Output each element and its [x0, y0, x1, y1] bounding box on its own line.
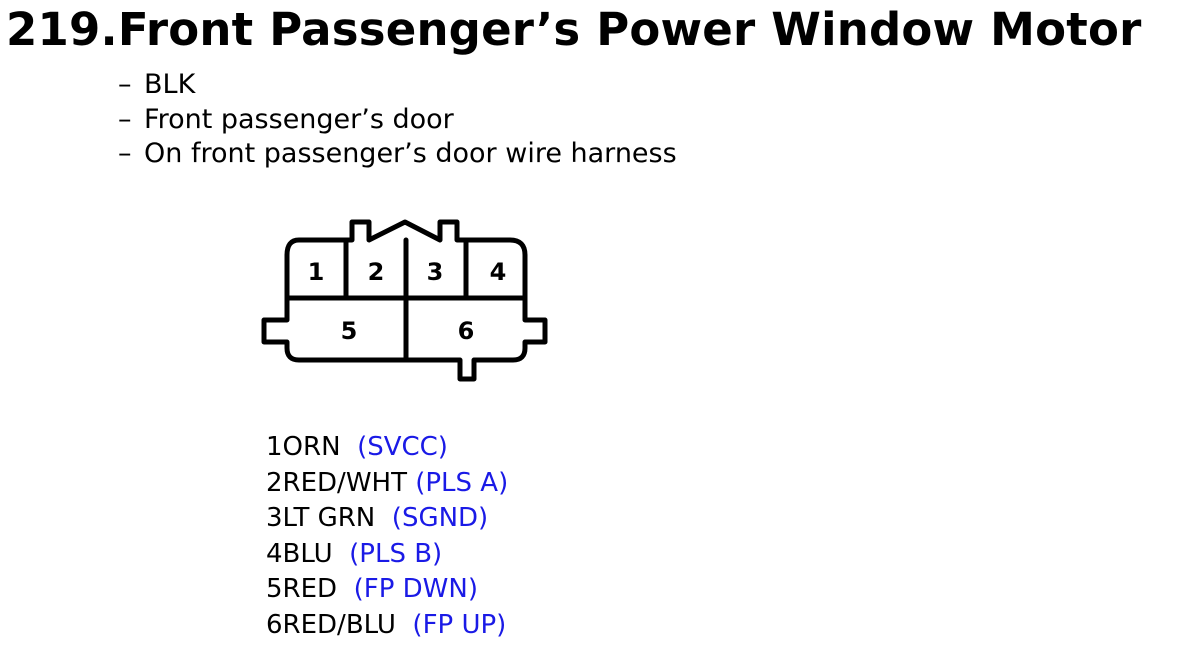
connector-diagram: 1 2 3 4 5 6 — [261, 219, 548, 382]
wire-color: LT GRN — [282, 503, 376, 533]
cavity-3-label: 3 — [427, 258, 444, 286]
pin-row: 3LT GRN (SGND) — [266, 501, 508, 537]
pin-number: 4 — [266, 538, 283, 569]
pin-number: 3 — [266, 503, 283, 533]
wire-color: BLU — [282, 538, 333, 569]
wire-color: RED — [282, 574, 338, 604]
connector-color: –BLK — [118, 69, 196, 100]
cavity-1-label: 1 — [308, 258, 325, 286]
cavity-5-label: 5 — [341, 317, 358, 345]
pin-function: (FP DWN) — [353, 574, 478, 604]
wire-color: RED/BLU — [282, 609, 396, 640]
connector-info-list: –BLK –Front passenger’s door –On front p… — [118, 68, 677, 172]
cavity-4-label: 4 — [490, 258, 507, 286]
connector-location: –Front passenger’s door — [118, 103, 454, 135]
pin-function: (SVCC) — [357, 432, 448, 462]
pin-function: (SGND) — [391, 503, 489, 533]
pin-number: 2 — [266, 467, 283, 498]
pin-function: (FP UP) — [412, 609, 507, 640]
pin-number: 5 — [266, 574, 283, 604]
connector-harness: –On front passenger’s door wire harness — [118, 138, 677, 169]
pin-row: 4BLU (PLS B) — [266, 537, 508, 573]
cavity-6-label: 6 — [458, 317, 475, 345]
pin-row: 6RED/BLU (FP UP) — [266, 608, 508, 644]
cavity-2-label: 2 — [368, 258, 385, 286]
pin-number: 6 — [266, 609, 283, 640]
pin-assignment-list: 1ORN (SVCC) 2RED/WHT (PLS A) 3LT GRN (SG… — [266, 430, 508, 643]
page-title: 219.Front Passenger’s Power Window Motor — [6, 3, 1142, 56]
pin-function: (PLS B) — [349, 538, 443, 569]
pin-number: 1 — [266, 432, 283, 462]
wire-color: ORN — [282, 432, 341, 462]
pin-function: (PLS A) — [415, 467, 509, 498]
wire-color: RED/WHT — [282, 467, 407, 498]
pin-row: 5RED (FP DWN) — [266, 572, 508, 608]
pin-row: 2RED/WHT (PLS A) — [266, 466, 508, 502]
pin-row: 1ORN (SVCC) — [266, 430, 508, 466]
connector-housing-outline — [261, 219, 548, 382]
